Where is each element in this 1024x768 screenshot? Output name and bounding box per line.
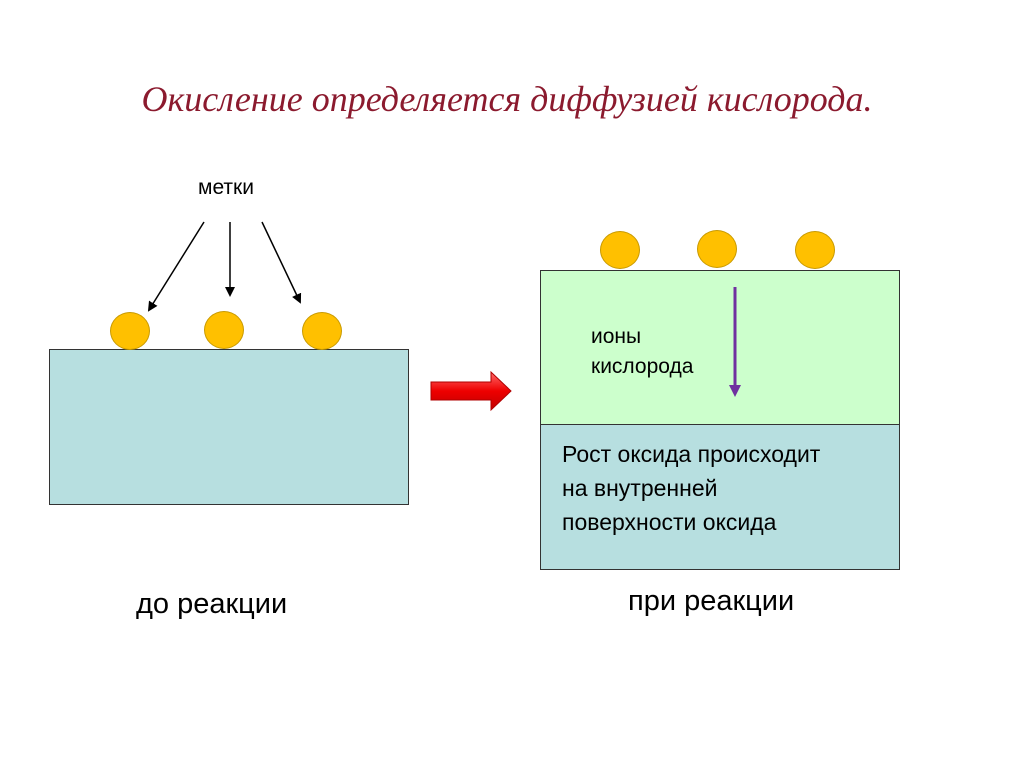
- pointer-arrow-right: [261, 221, 302, 304]
- oxide-inner-layer: [540, 424, 900, 570]
- markers-label: метки: [198, 176, 254, 199]
- marker-dot: [795, 231, 835, 269]
- substrate-before: [49, 349, 409, 505]
- marker-dot: [697, 230, 737, 268]
- marker-dot: [600, 231, 640, 269]
- marker-dot: [204, 311, 244, 349]
- oxide-growth-note: Рост оксида происходит на внутренней пов…: [562, 441, 821, 535]
- marker-dot: [302, 312, 342, 350]
- pointer-arrow-left: [147, 221, 205, 312]
- oxygen-ions-label: ионы кислорода: [591, 325, 694, 378]
- during-reaction-caption: при реакции: [628, 585, 795, 617]
- before-reaction-caption: до реакции: [136, 588, 288, 620]
- marker-dot: [110, 312, 150, 350]
- slide-title: Окисление определяется диффузией кислоро…: [141, 79, 873, 119]
- oxide-outer-layer: [540, 270, 900, 425]
